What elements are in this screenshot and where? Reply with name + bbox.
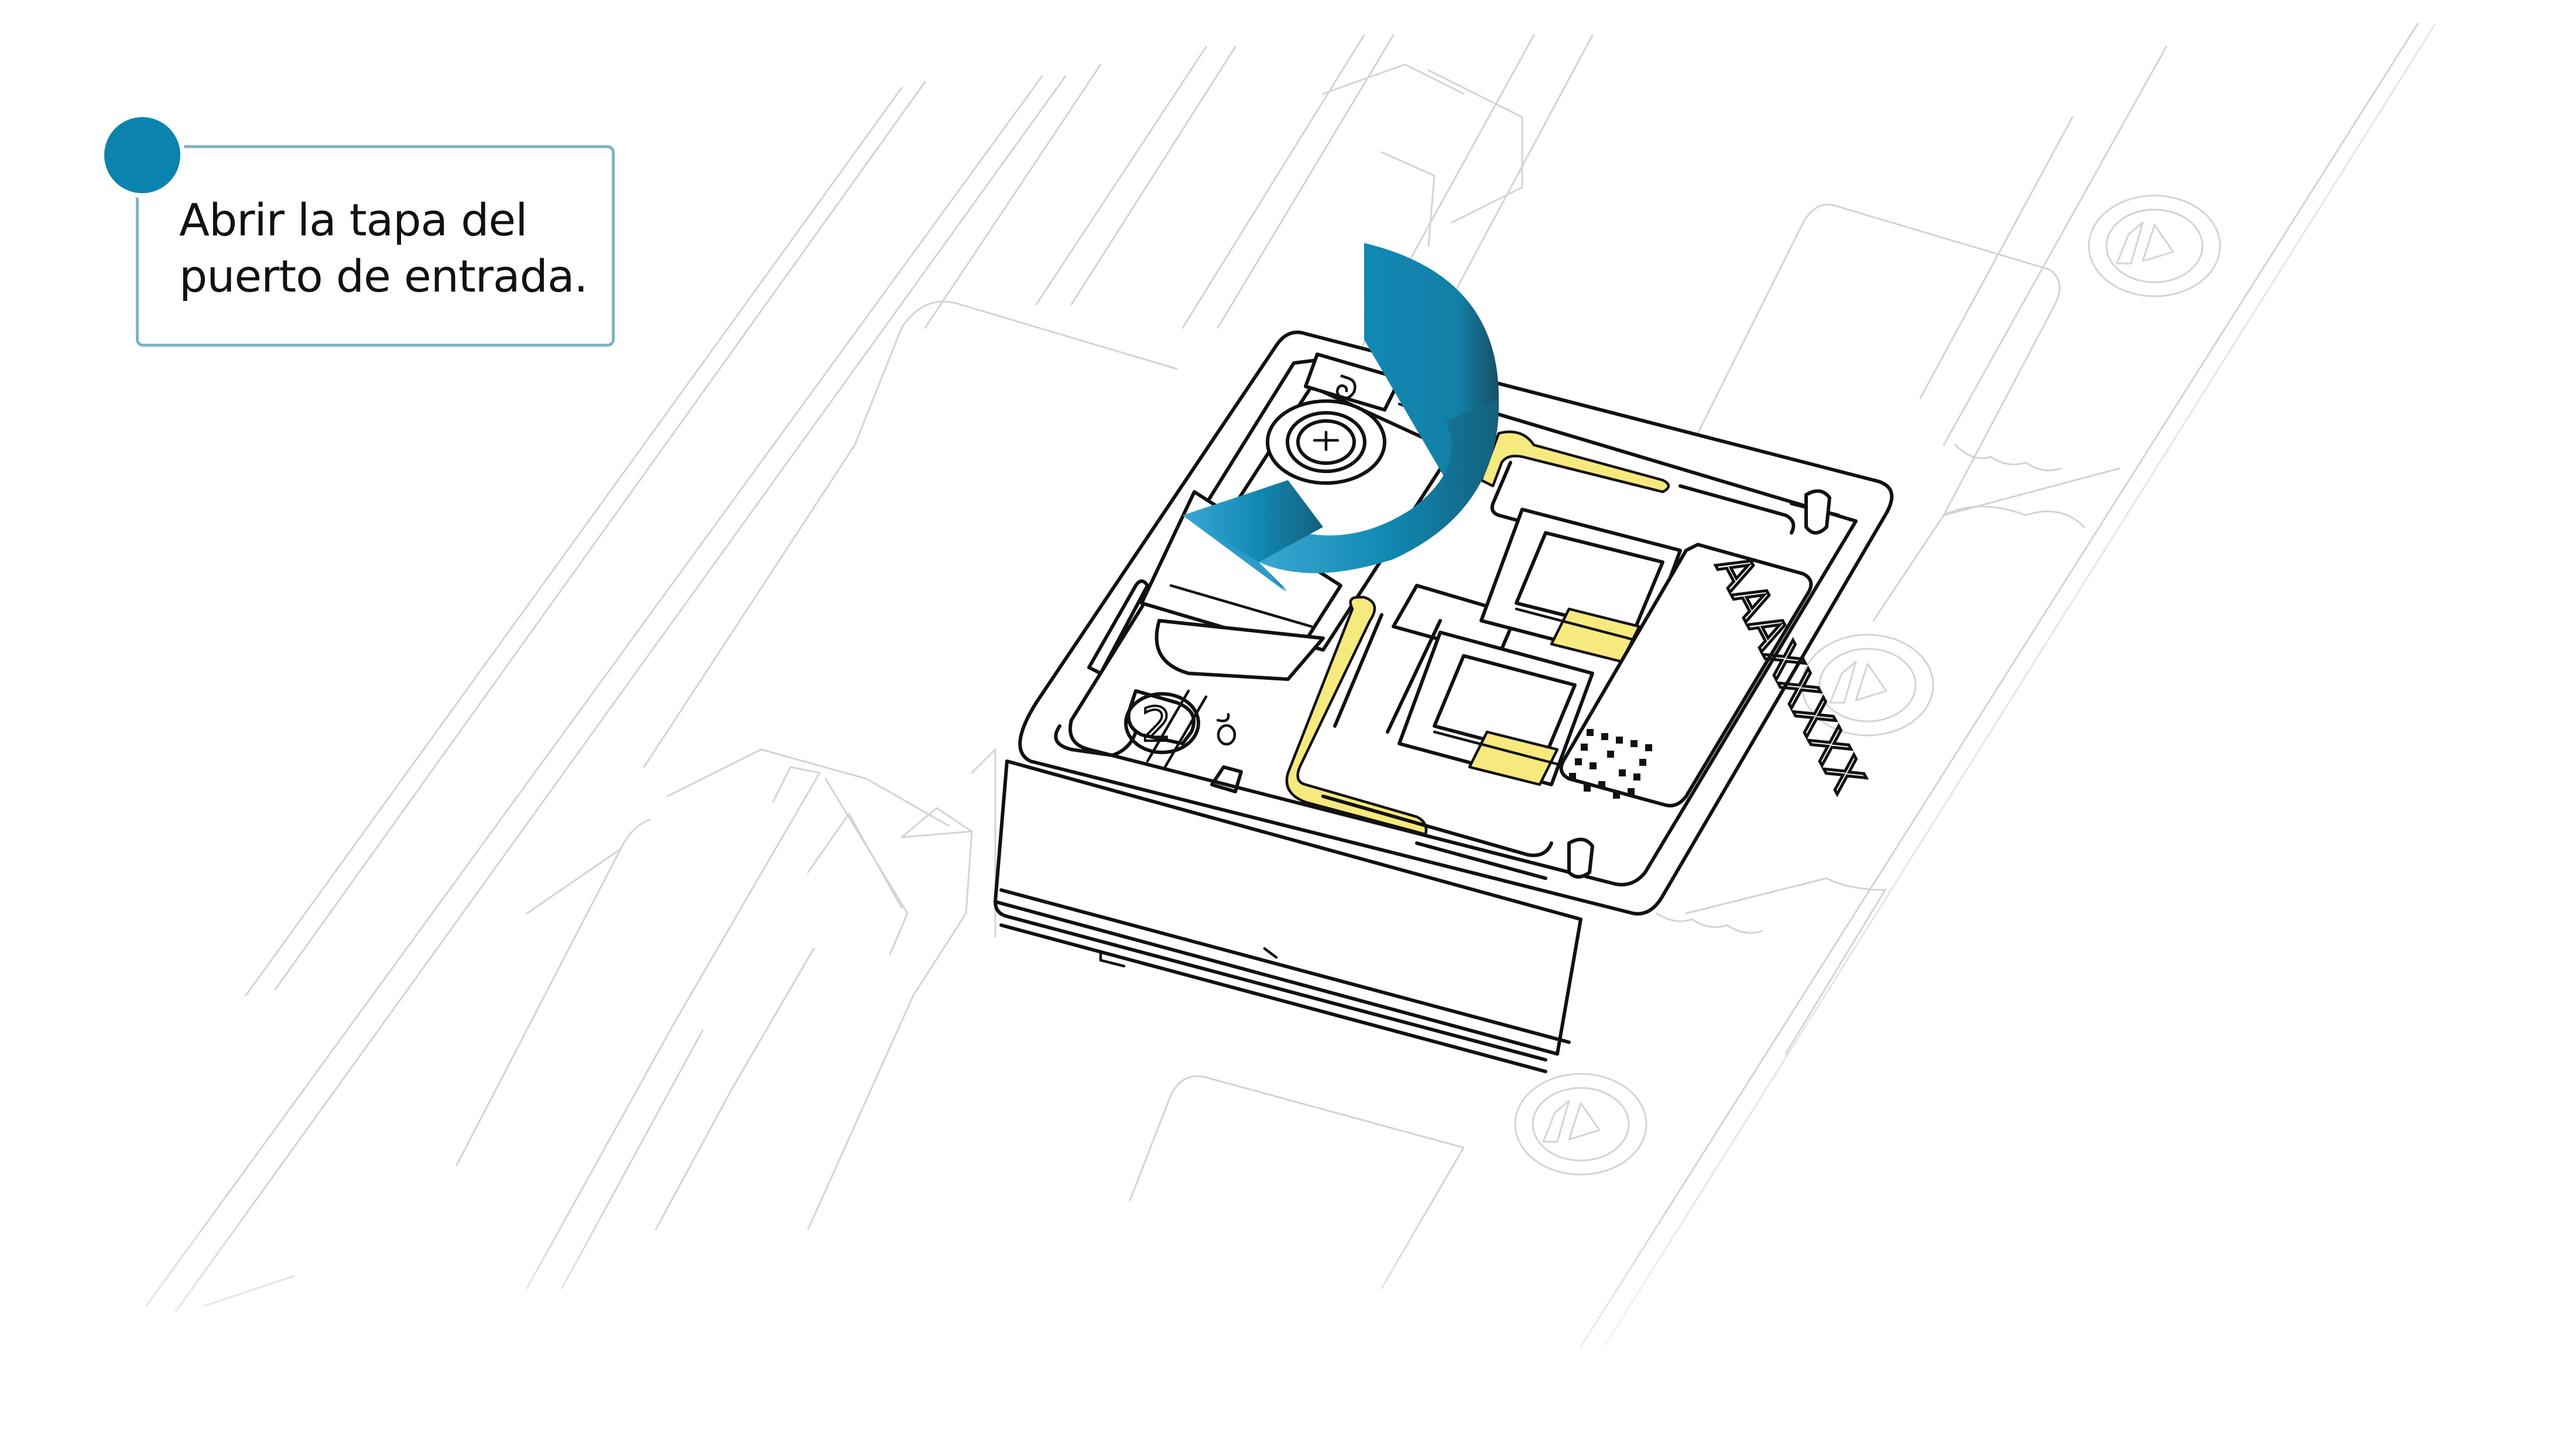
play-pause-emblem-icon (1801, 634, 1934, 737)
step-marker-dot (104, 117, 180, 193)
flow-cell: ᘐ 2 (994, 330, 1894, 1073)
screw-cross-icon (1313, 430, 1340, 451)
instruction-callout-box (136, 145, 615, 347)
instruction-line-2: puerto de entrada. (179, 250, 588, 302)
instruction-line-1: Abrir la tapa del (179, 194, 527, 246)
sensor-window-lower (1397, 631, 1594, 786)
data-matrix-code (1569, 729, 1652, 799)
play-pause-emblem-icon (1514, 1073, 1647, 1176)
instruction-text: Abrir la tapa del puerto de entrada. (179, 192, 607, 304)
outlet-port: 2 (1124, 689, 1208, 769)
sensor-window-upper (1479, 508, 1682, 663)
play-pause-emblem-icon (2088, 194, 2221, 297)
rotate-counterclockwise-arrow-icon (1183, 243, 1499, 593)
